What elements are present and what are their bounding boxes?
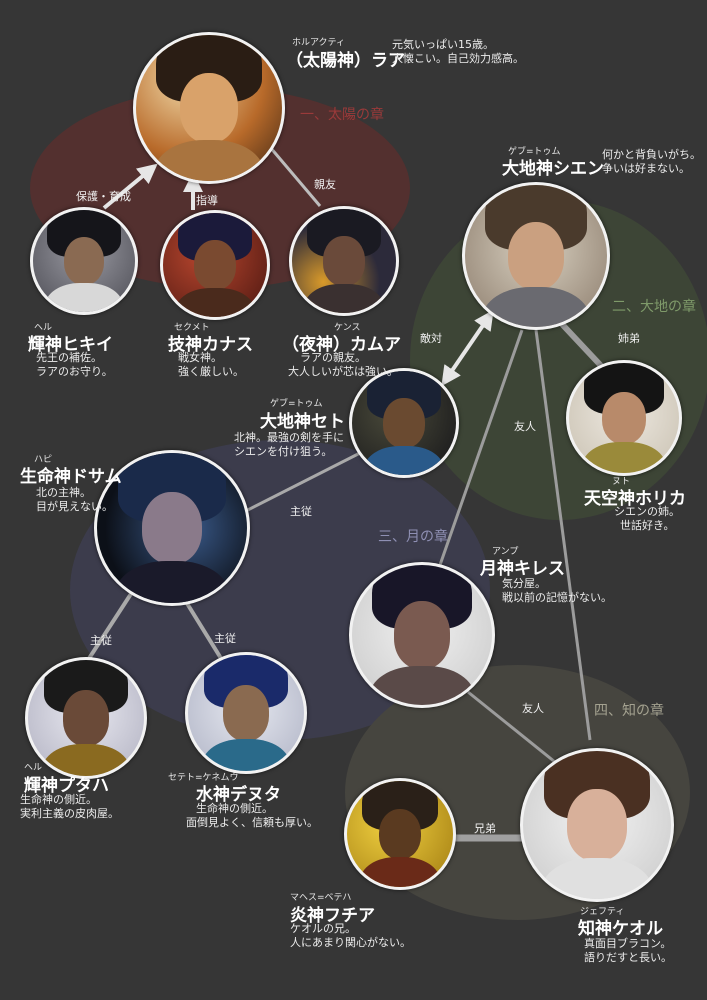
portrait-raa[interactable]: [133, 32, 285, 184]
desc-kiresu-2: 戦以前の記憶がない。: [502, 591, 612, 604]
desc-set-1: 北神。最強の剣を手に: [234, 431, 344, 444]
desc-hikii-1: 先王の補佐。: [36, 351, 102, 364]
name-hikii: 輝神ヒキイ: [28, 335, 113, 355]
relation-label-shien-horika: 姉弟: [618, 332, 640, 345]
relation-label-kanasu-raa: 指導: [196, 194, 218, 207]
desc-kiresu-1: 気分屋。: [502, 577, 546, 590]
desc-putaha-1: 生命神の側近。: [20, 793, 97, 806]
ruby-denuta: セテト=ケネムウ: [168, 773, 239, 783]
name-set: 大地神セト: [260, 412, 345, 432]
relation-label-hikii-raa: 保護・育成: [76, 190, 131, 203]
desc-set-2: シエンを付け狙う。: [234, 445, 333, 458]
desc-putaha-2: 実利主義の皮肉屋。: [20, 807, 119, 820]
portrait-shien[interactable]: [462, 182, 610, 330]
desc-keoru-2: 語りだすと長い。: [584, 951, 672, 964]
ruby-kiresu: アンプ: [492, 547, 519, 557]
desc-hikii-2: ラアのお守り。: [36, 365, 113, 378]
desc-fuchia-2: 人にあまり関心がない。: [290, 936, 411, 949]
relation-label-shien-kiresu: 友人: [514, 420, 536, 433]
ruby-raa: ホルアクティ: [292, 38, 346, 48]
ruby-kamua: ケンス: [334, 323, 361, 333]
ruby-putaha: ヘル: [24, 763, 43, 773]
name-raa: （太陽神）ラア: [286, 51, 405, 71]
ruby-set: ゲブ=トゥム: [270, 399, 323, 409]
ruby-kanasu: セクメト: [174, 323, 210, 333]
desc-denuta-2: 面倒見よく、信頼も厚い。: [186, 816, 318, 829]
name-keoru: 知神ケオル: [578, 919, 663, 939]
portrait-kiresu[interactable]: [349, 562, 495, 708]
portrait-set[interactable]: [349, 368, 459, 478]
line-set-dosamu: [231, 450, 363, 520]
desc-keoru-1: 真面目ブラコン。: [584, 937, 672, 950]
line-hikii-raa: [102, 163, 158, 210]
desc-dosamu-2: 目が見えない。: [36, 500, 113, 513]
desc-kamua-1: ラアの親友。: [300, 351, 366, 364]
desc-raa-1: 元気いっぱい15歳。: [392, 38, 494, 51]
portrait-kanasu[interactable]: [160, 210, 270, 320]
line-shien-set: [441, 309, 494, 387]
name-denuta: 水神デヌタ: [196, 785, 281, 805]
zone-label-knowledge: 四、知の章: [594, 703, 664, 719]
desc-shien-1: 何かと背負いがち。: [602, 148, 701, 161]
portrait-kamua[interactable]: [289, 206, 399, 316]
desc-horika-2: 世話好き。: [620, 519, 675, 532]
zone-label-moon: 三、月の章: [378, 529, 448, 545]
desc-fuchia-1: ケオルの兄。: [290, 922, 356, 935]
relation-label-kamua-raa: 親友: [314, 178, 336, 191]
relation-label-dosamu-denuta: 主従: [214, 632, 236, 645]
desc-kanasu-2: 強く厳しい。: [178, 365, 244, 378]
portrait-fuchia[interactable]: [344, 778, 456, 890]
zone-label-earth: 二、大地の章: [612, 299, 696, 315]
desc-dosamu-1: 北の主神。: [36, 486, 91, 499]
relation-label-shien-set: 敵対: [420, 332, 442, 345]
name-fuchia: 炎神フチア: [290, 906, 375, 926]
portrait-keoru[interactable]: [520, 748, 674, 902]
name-kamua: （夜神）カムア: [282, 335, 401, 355]
line-kamua-raa: [262, 139, 322, 207]
ruby-fuchia: マヘス=ベテハ: [290, 893, 352, 903]
ruby-dosamu: ハピ: [34, 455, 53, 465]
portrait-putaha[interactable]: [25, 657, 147, 779]
line-kiresu-keoru: [467, 690, 556, 764]
portrait-dosamu[interactable]: [94, 450, 250, 606]
desc-kamua-2: 大人しいが芯は強い。: [288, 365, 398, 378]
desc-horika-1: シエンの姉。: [614, 505, 680, 518]
name-kanasu: 技神カナス: [168, 335, 253, 355]
name-dosamu: 生命神ドサム: [20, 467, 122, 487]
name-kiresu: 月神キレス: [480, 559, 565, 579]
relation-label-kiresu-keoru: 友人: [522, 702, 544, 715]
line-shien-horika: [557, 319, 608, 373]
line-shien-kiresu: [438, 329, 524, 566]
ruby-hikii: ヘル: [34, 323, 53, 333]
name-putaha: 輝神プタハ: [24, 776, 109, 796]
desc-denuta-1: 生命神の側近。: [196, 802, 273, 815]
name-shien: 大地神シエン: [502, 159, 604, 179]
line-shien-keoru: [534, 329, 592, 741]
zone-label-sun: 一、太陽の章: [300, 107, 384, 123]
portrait-hikii[interactable]: [30, 207, 138, 315]
relation-label-set-dosamu: 主従: [290, 505, 312, 518]
desc-shien-2: 争いは好まない。: [602, 162, 690, 175]
name-horika: 天空神ホリカ: [584, 489, 686, 509]
desc-kanasu-1: 戦女神。: [178, 351, 222, 364]
portrait-horika[interactable]: [566, 360, 682, 476]
relation-label-dosamu-putaha: 主従: [90, 634, 112, 647]
ruby-horika: ヌト: [612, 477, 631, 487]
ruby-shien: ゲブ=トゥム: [508, 147, 561, 157]
relation-label-fuchia-keoru: 兄弟: [474, 822, 496, 835]
portrait-denuta[interactable]: [185, 652, 307, 774]
ruby-keoru: ジェフティ: [580, 907, 625, 917]
desc-raa-2: 人懐こい。自己効力感高。: [392, 52, 524, 65]
